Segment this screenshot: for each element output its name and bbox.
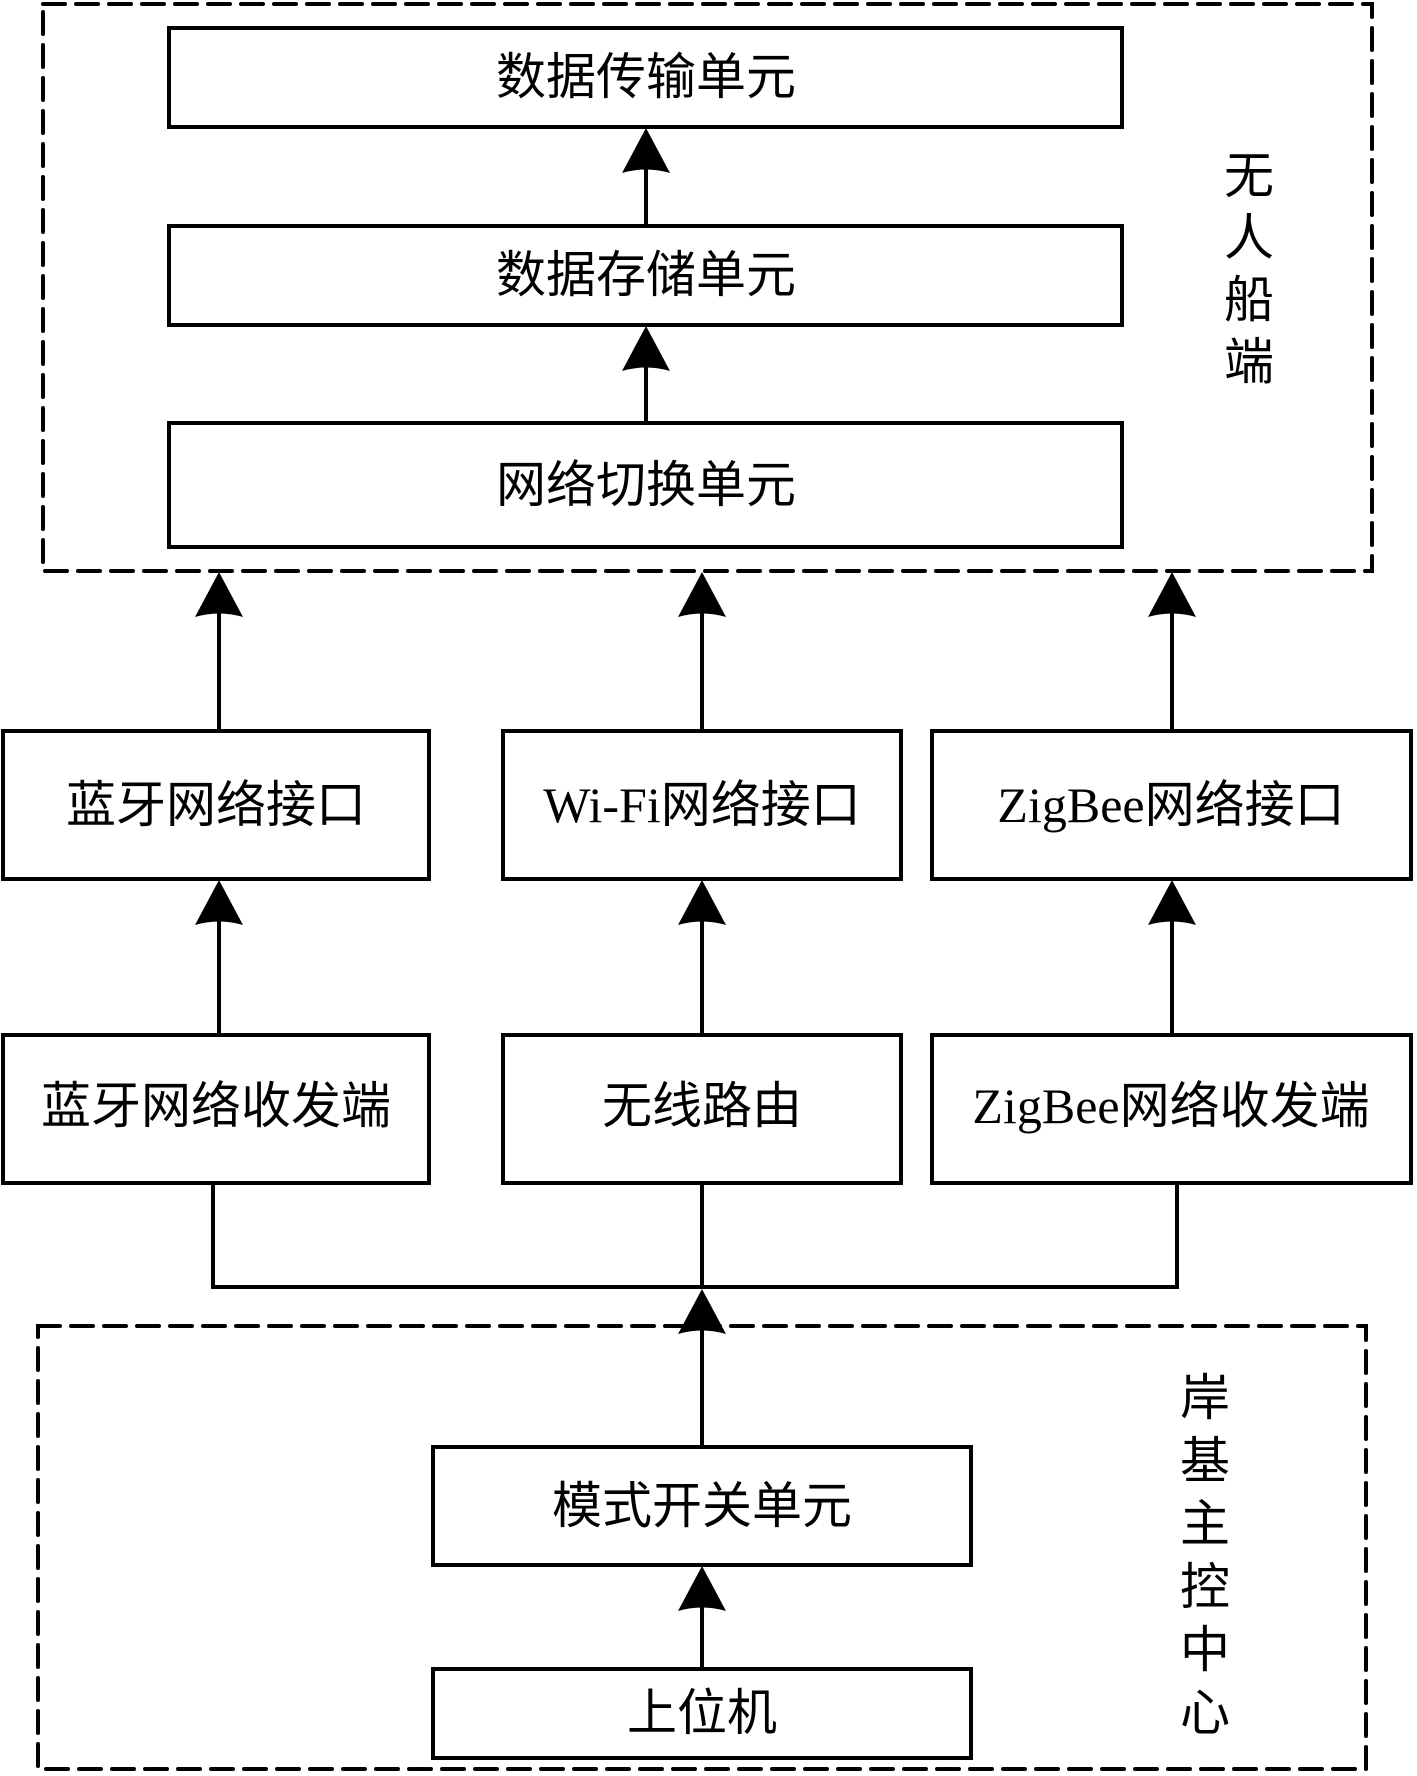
ship-side-boundary xyxy=(41,2,1374,573)
edge-bluetooth-transceiver-to-interface xyxy=(195,880,243,1035)
node-mode-switch[interactable]: 模式开关单元 xyxy=(431,1445,973,1567)
node-wireless-router[interactable]: 无线路由 xyxy=(501,1033,903,1185)
shore-control-label: 岸基主控中心 xyxy=(1180,1370,1230,1741)
node-zigbee-transceiver[interactable]: ZigBee网络收发端 xyxy=(930,1033,1413,1185)
node-label: ZigBee网络接口 xyxy=(997,777,1344,833)
node-label: 无线路由 xyxy=(602,1078,802,1134)
label-char: 船 xyxy=(1224,272,1274,328)
node-label: 上位机 xyxy=(627,1685,777,1741)
node-data-transmission[interactable]: 数据传输单元 xyxy=(167,26,1124,129)
edge-storage-to-transmission xyxy=(622,128,670,226)
label-char: 端 xyxy=(1224,334,1274,390)
edge-mode-switch-to-bus xyxy=(678,1289,726,1447)
ship-side-group: 无人船端 xyxy=(41,2,1374,573)
label-char: 无 xyxy=(1224,148,1274,204)
node-zigbee-interface[interactable]: ZigBee网络接口 xyxy=(930,729,1413,881)
edge-zigbee-interface-to-ship xyxy=(1148,572,1196,731)
edge-switch-to-storage xyxy=(622,326,670,423)
edge-wifi-interface-to-ship xyxy=(678,572,726,731)
transceiver-bus xyxy=(211,1183,1179,1289)
node-label: 蓝牙网络接口 xyxy=(66,777,366,833)
node-host-computer[interactable]: 上位机 xyxy=(431,1667,973,1760)
label-char: 心 xyxy=(1180,1685,1230,1741)
edge-router-to-wifi-interface xyxy=(678,880,726,1035)
edge-host-to-mode-switch xyxy=(678,1566,726,1669)
node-bluetooth-interface[interactable]: 蓝牙网络接口 xyxy=(1,729,431,881)
edge-zigbee-transceiver-to-interface xyxy=(1148,880,1196,1035)
label-char: 主 xyxy=(1180,1496,1230,1552)
node-label: 蓝牙网络收发端 xyxy=(41,1078,391,1134)
ship-side-label: 无人船端 xyxy=(1224,148,1274,390)
node-wifi-interface[interactable]: Wi-Fi网络接口 xyxy=(501,729,903,881)
label-char: 基 xyxy=(1180,1433,1230,1489)
node-label: 数据传输单元 xyxy=(496,49,796,105)
label-char: 中 xyxy=(1180,1622,1230,1678)
node-data-storage[interactable]: 数据存储单元 xyxy=(167,224,1124,327)
label-char: 岸 xyxy=(1180,1370,1230,1426)
node-label: Wi-Fi网络接口 xyxy=(543,777,860,833)
node-bluetooth-transceiver[interactable]: 蓝牙网络收发端 xyxy=(1,1033,431,1185)
label-char: 人 xyxy=(1224,210,1274,266)
node-network-switch[interactable]: 网络切换单元 xyxy=(167,421,1124,549)
node-label: 模式开关单元 xyxy=(552,1478,852,1534)
node-label: 网络切换单元 xyxy=(496,457,796,513)
node-label: 数据存储单元 xyxy=(496,247,796,303)
edge-bluetooth-interface-to-ship xyxy=(195,572,243,731)
node-label: ZigBee网络收发端 xyxy=(972,1078,1369,1134)
label-char: 控 xyxy=(1180,1559,1230,1615)
